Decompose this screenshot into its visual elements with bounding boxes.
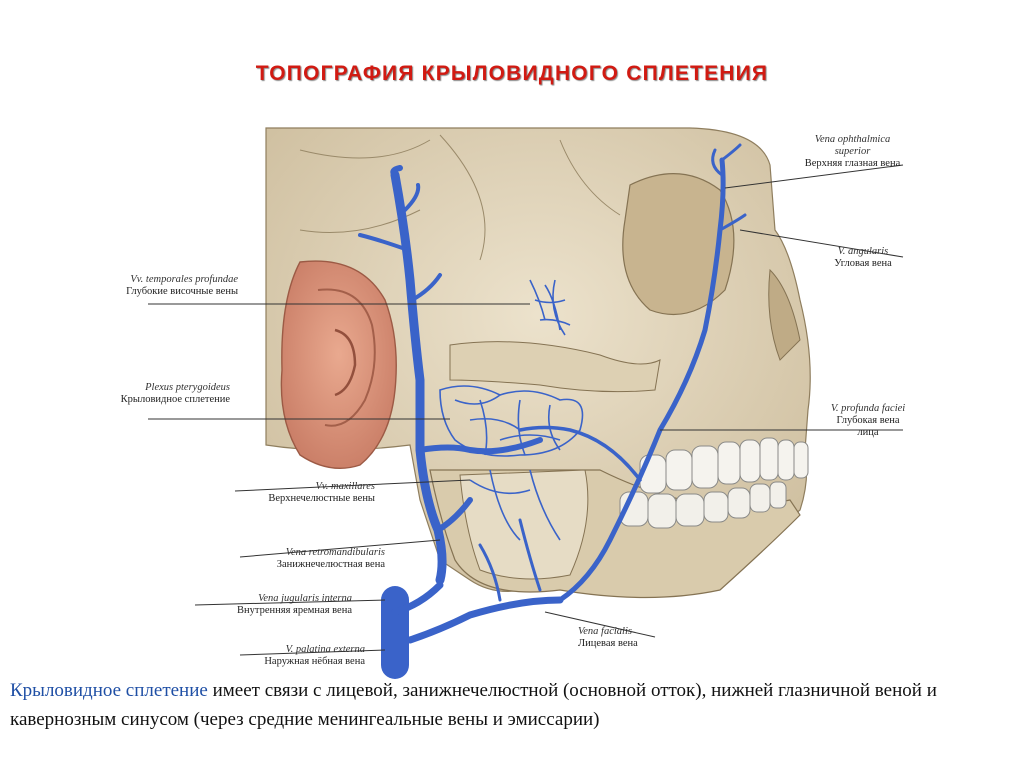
lower-teeth	[619, 481, 787, 529]
label-angularis: V. angularis Угловая вена	[834, 246, 892, 269]
orbit	[622, 173, 735, 316]
label-temporales-profundae: Vv. temporales profundae Глубокие височн…	[126, 274, 238, 297]
label-retromandibularis: Vena retromandibularis Занижнечелюстная …	[276, 547, 385, 570]
caption-highlight: Крыловидное сплетение	[10, 680, 208, 701]
caption-rest: имеет связи с лицевой, занижнечелюстной …	[10, 680, 937, 730]
leader-lines	[148, 164, 904, 656]
ear	[280, 260, 397, 470]
vein-temporal	[390, 170, 447, 585]
label-ophthalmica-superior: Vena ophthalmica superior Верхняя глазна…	[804, 134, 901, 169]
label-plexus-pterygoideus: Plexus pterygoideus Крыловидное сплетени…	[120, 382, 230, 405]
page-title: ТОПОГРАФИЯ КРЫЛОВИДНОГО СПЛЕТЕНИЯ	[255, 62, 769, 85]
label-jugularis-interna: Vena jugularis interna Внутренняя яремна…	[237, 593, 352, 616]
caption-text: Крыловидное сплетение имеет связи с лице…	[10, 676, 1015, 734]
pterygoid-plexus	[439, 279, 584, 541]
vein-retromandibular	[435, 497, 473, 533]
label-maxillares: Vv. maxillares Верхнечелюстные вены	[268, 481, 375, 504]
label-palatina-externa: V. palatina externa Наружная нёбная вена	[264, 644, 365, 667]
label-facialis: Vena facialis Лицевая вена	[578, 626, 638, 649]
veins	[358, 143, 747, 679]
label-profunda-faciei: V. profunda faciei Глубокая вена лица	[830, 403, 906, 438]
